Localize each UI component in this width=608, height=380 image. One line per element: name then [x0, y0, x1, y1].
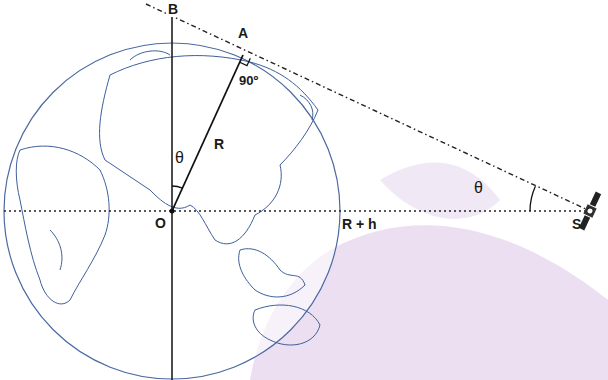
length-label: R + h [342, 217, 377, 231]
length-label: R [214, 137, 224, 151]
angle-label: 90º [239, 74, 258, 87]
horizontal-dotted-line [4, 210, 590, 211]
vertical-axis [171, 8, 173, 380]
angle-arc [530, 186, 535, 211]
point-label: S [572, 217, 581, 231]
angle-label: θ [175, 150, 184, 166]
right-angle-mark [240, 58, 251, 65]
point-label: B [166, 1, 180, 17]
angle-arc [172, 186, 182, 188]
point-label: A [238, 26, 248, 40]
continent-outlines [16, 51, 320, 345]
center-point [170, 209, 175, 214]
point-label: O [155, 216, 166, 230]
tangent-line [146, 4, 590, 211]
angle-label: θ [474, 180, 483, 196]
radius-line [172, 55, 243, 211]
